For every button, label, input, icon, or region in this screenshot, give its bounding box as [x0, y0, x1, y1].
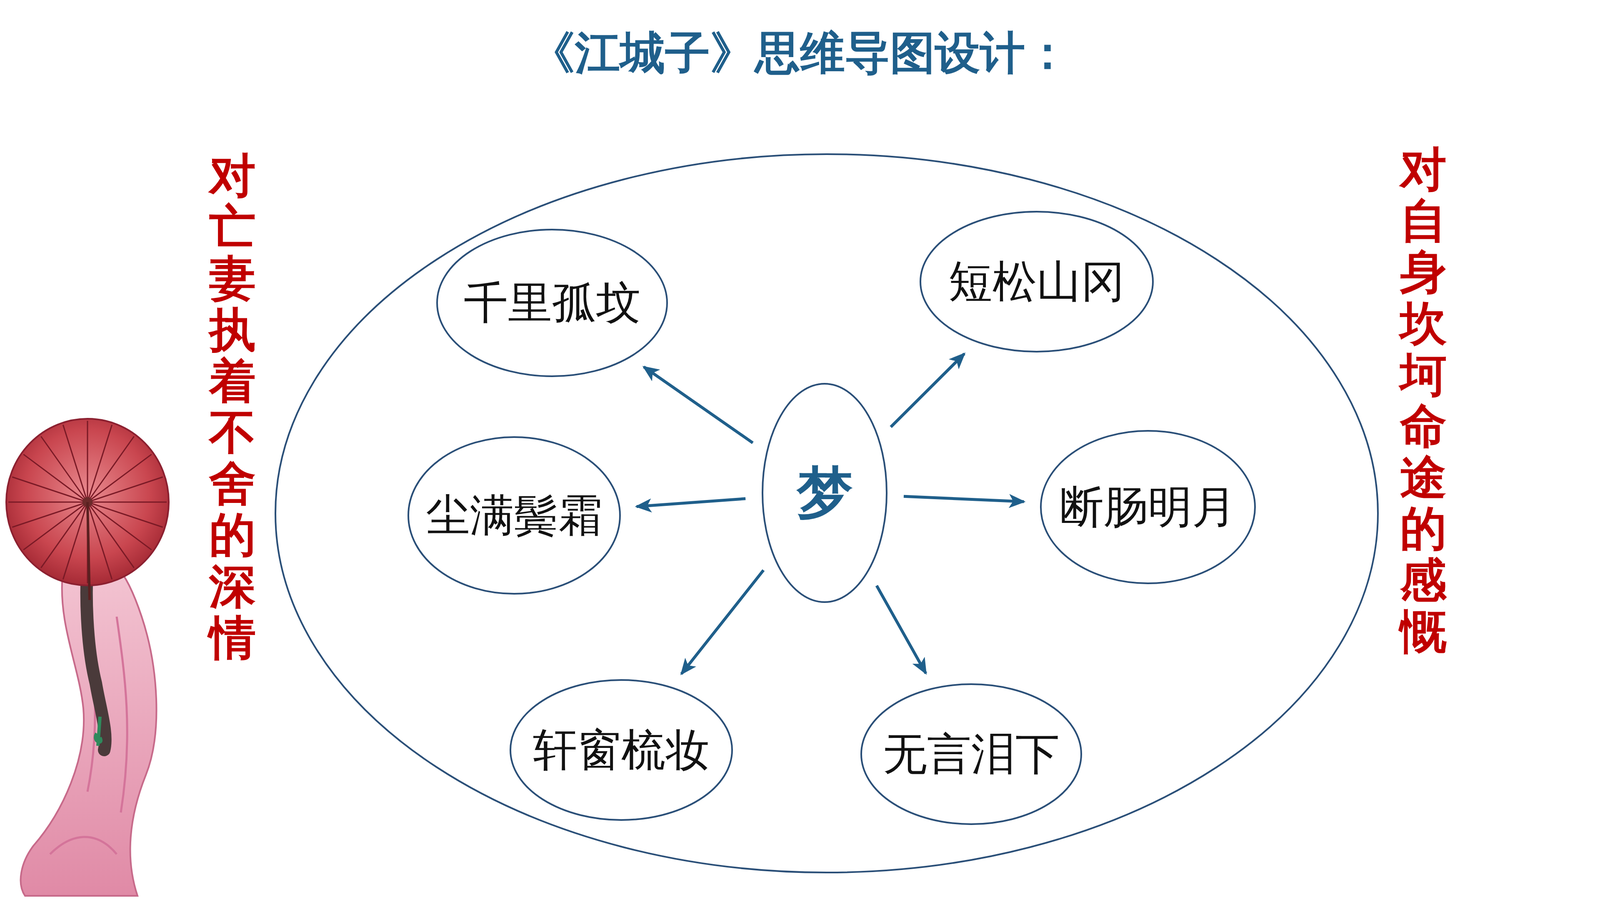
- parasol-rib: [23, 502, 88, 550]
- node-text: 千里孤坟: [463, 278, 641, 328]
- text-wrap: 短松山冈: [919, 210, 1155, 353]
- text-column: 尘满鬓霜: [425, 491, 603, 540]
- parasol-rib: [12, 477, 88, 503]
- ellipse-shape: [437, 229, 668, 377]
- parasol-rib: [8, 501, 88, 503]
- arrow-connector: [903, 496, 1025, 502]
- arrow-connector: [890, 353, 965, 428]
- parasol-rib: [40, 436, 88, 503]
- topic-ellipse: 短松山冈: [919, 210, 1155, 353]
- parasol-rib: [87, 501, 167, 503]
- node-text: 尘满鬓霜: [425, 491, 603, 540]
- parasol-rib: [62, 425, 88, 503]
- parasol-rib: [62, 502, 88, 580]
- text-wrap: 千里孤坟: [435, 228, 669, 378]
- arrow-connector: [636, 498, 746, 507]
- text-wrap: 无言泪下: [860, 682, 1083, 826]
- ellipse-shape: [408, 437, 620, 594]
- topic-ellipse: 轩窗梳妆: [509, 678, 734, 822]
- topic-ellipse: 尘满鬓霜: [407, 435, 622, 595]
- text-wrap: 轩窗梳妆: [509, 678, 734, 822]
- topic-ellipse: 无言泪下: [860, 682, 1083, 826]
- ellipse-shape: [1040, 430, 1255, 584]
- ellipse-shape: [762, 383, 887, 603]
- topic-ellipse: 断肠明月: [1039, 429, 1257, 585]
- text-column: 断肠明月: [1059, 482, 1237, 532]
- parasol-rib: [12, 502, 88, 528]
- topic-ellipse: 梦: [761, 382, 888, 604]
- text-column: 千里孤坟: [463, 278, 641, 328]
- parasol-rib: [87, 425, 113, 503]
- ellipse-shape: [861, 684, 1082, 825]
- arrow-connector: [643, 366, 753, 443]
- node-text: 轩窗梳妆: [532, 725, 710, 775]
- ellipse-shape: [510, 680, 733, 820]
- parasol-rib: [87, 477, 163, 503]
- text-column: 无言泪下: [882, 730, 1060, 779]
- text-column: 短松山冈: [948, 257, 1125, 307]
- parasol-rib: [87, 502, 135, 568]
- node-text: 无言泪下: [882, 730, 1060, 779]
- node-text: 断肠明月: [1059, 482, 1237, 532]
- parasol-rib: [40, 502, 88, 568]
- text-wrap: 断肠明月: [1039, 429, 1257, 585]
- text-column: 梦: [796, 462, 853, 525]
- text-wrap: 梦: [761, 382, 888, 604]
- node-text: 梦: [796, 462, 853, 525]
- ellipse-shape: [920, 211, 1153, 352]
- parasol-rib: [87, 502, 152, 550]
- parasol: [6, 418, 169, 600]
- text-wrap: 尘满鬓霜: [407, 435, 622, 595]
- parasol-rib: [87, 420, 89, 503]
- text-column: 轩窗梳妆: [532, 725, 710, 775]
- parasol-rib: [87, 454, 152, 503]
- parasol-rib: [87, 502, 163, 528]
- side-label: 对自身坎坷命途的感慨: [1400, 143, 1447, 658]
- side-label: 对亡妻执着不舍的深情: [209, 150, 256, 664]
- parasol-rib: [23, 454, 88, 503]
- enclosing-ellipse: [275, 154, 1378, 873]
- parasol-rib: [87, 436, 135, 503]
- title: 《江城子》思维导图设计：: [0, 25, 1600, 80]
- topic-ellipse: 千里孤坟: [435, 228, 669, 378]
- arrow-connector: [681, 570, 764, 674]
- parasol-rib: [87, 502, 113, 580]
- arrow-connector: [876, 585, 926, 674]
- node-text: 短松山冈: [948, 257, 1125, 307]
